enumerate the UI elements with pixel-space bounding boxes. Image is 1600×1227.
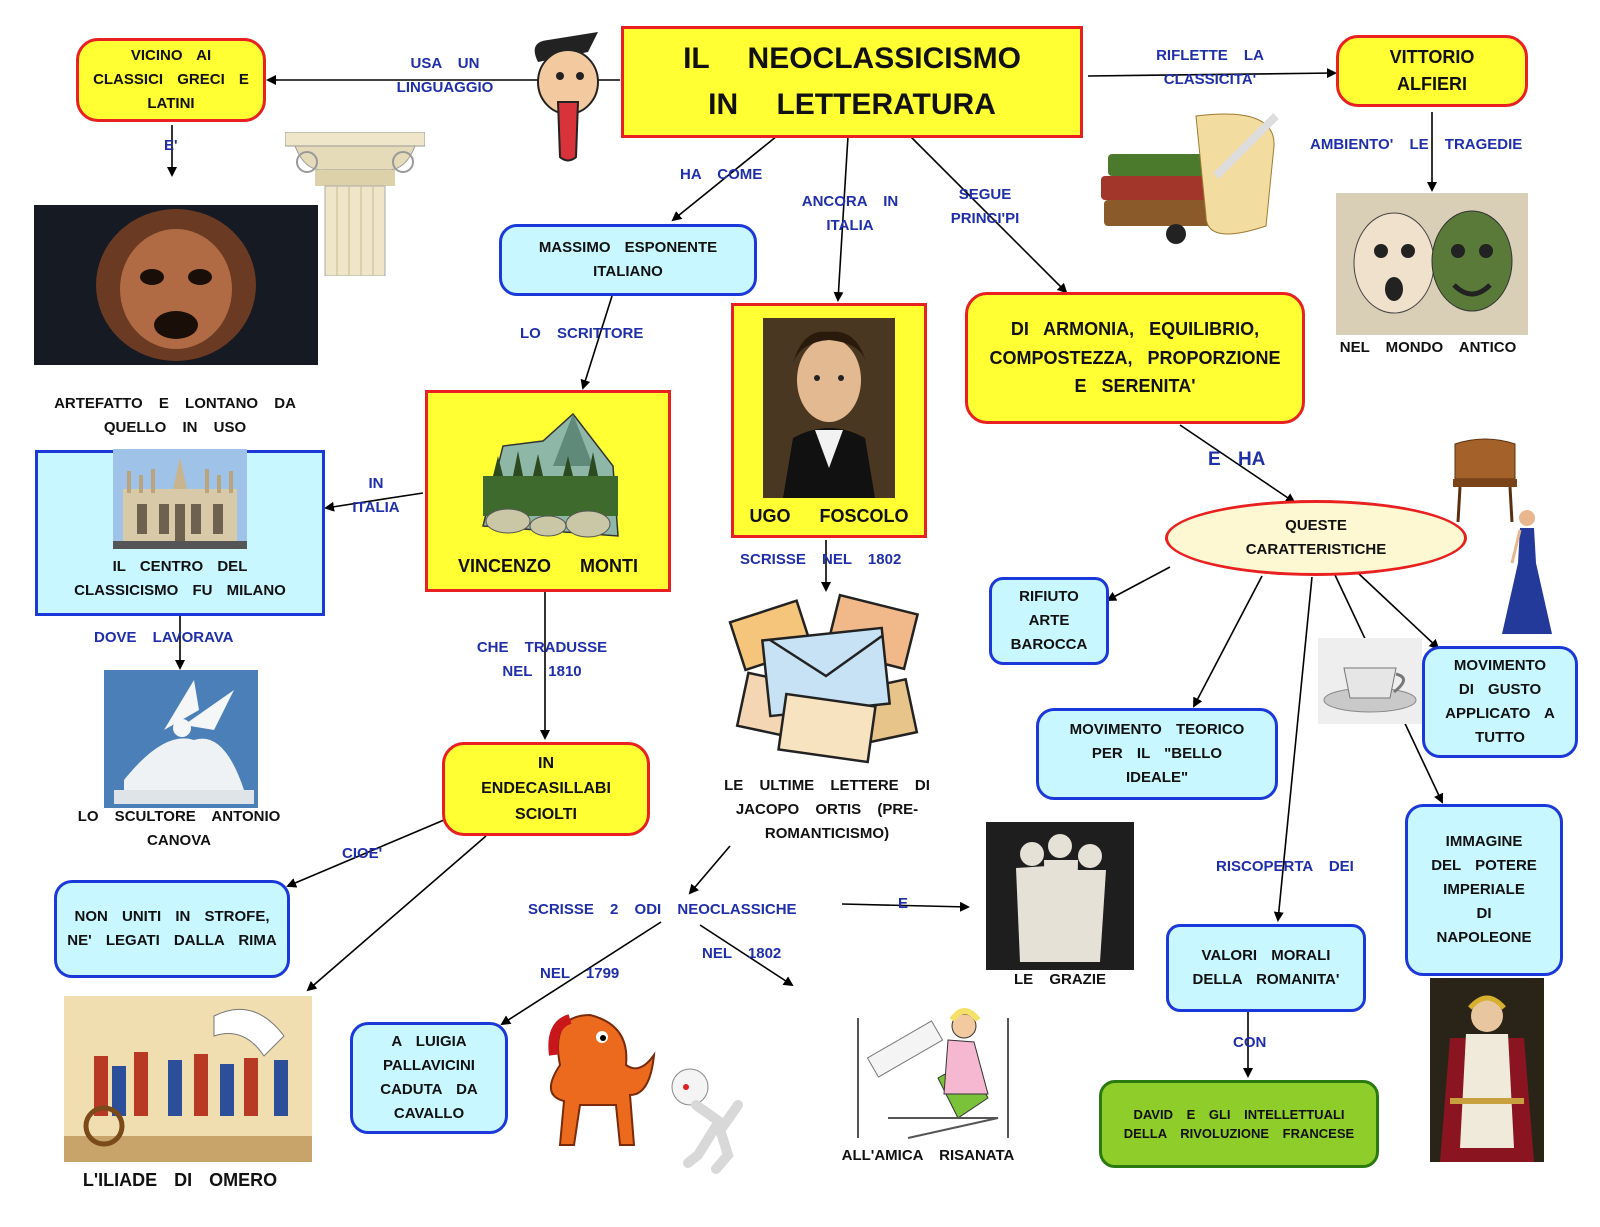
horse-image — [530, 1005, 660, 1153]
mask-image — [34, 205, 318, 365]
letters-image — [722, 590, 932, 770]
label-ambiento: AMBIENTO' LE TRAGEDIE — [1310, 136, 1523, 153]
node-david-text: DAVID E GLI INTELLETTUALI DELLA RIVOLUZI… — [1123, 1106, 1355, 1142]
arrow-title-armonia — [909, 135, 1068, 294]
node-pallavicini: A LUIGIA PALLAVICINI CADUTA DA CAVALLO — [350, 1022, 508, 1134]
node-vicino-text: VICINO AI CLASSICI GRECI E LATINI — [93, 47, 249, 112]
cartoon-face-image — [528, 32, 608, 164]
arrow-caratt-gusto — [1357, 572, 1440, 650]
label-e-small: E — [898, 895, 909, 912]
cupid-psyche-statue-image — [104, 670, 258, 808]
arrow-monti-milano — [324, 492, 424, 512]
arrow-endec-iliade — [306, 835, 487, 992]
sick-friend-image — [848, 998, 1020, 1140]
node-endecasillabi: IN ENDECASILLABI SCIOLTI — [442, 742, 650, 836]
label-ancora-italia: ANCORA IN ITALIA — [801, 193, 899, 234]
node-movimento-teorico: MOVIMENTO TEORICO PER IL "BELLO IDEALE" — [1036, 708, 1278, 800]
node-foscolo-text: UGO FOSCOLO — [749, 506, 909, 527]
node-non-uniti: NON UNITI IN STROFE, NE' LEGATI DALLA RI… — [54, 880, 290, 978]
node-teorico-text: MOVIMENTO TEORICO PER IL "BELLO IDEALE" — [1069, 721, 1245, 786]
label-riscoperta: RISCOPERTA DEI — [1216, 858, 1354, 875]
node-vicino-classici: VICINO AI CLASSICI GRECI E LATINI — [76, 38, 266, 122]
main-title: IL NEOCLASSICISMO IN LETTERATURA — [621, 26, 1083, 138]
label-ha-come: HA COME — [680, 166, 763, 183]
woman-dress-image — [1492, 508, 1562, 634]
teacup-image — [1318, 638, 1422, 724]
node-milano: IL CENTRO DEL CLASSICISMO FU MILANO — [35, 449, 325, 616]
label-e-ha: E HA — [1208, 449, 1266, 470]
arrow-odi-grazie — [841, 901, 970, 912]
arrow-armonia-caratt — [1179, 424, 1296, 504]
node-monti-text: VINCENZO MONTI — [458, 556, 638, 577]
node-rifiuto-text: RIFIUTO ARTE BAROCCA — [1010, 588, 1088, 653]
label-segue-principi: SEGUE PRINCI'PI — [950, 186, 1020, 227]
label-dove-lavorava: DOVE LAVORAVA — [94, 629, 234, 646]
caption-mondo-antico: NEL MONDO ANTICO — [1339, 339, 1517, 356]
arrow-title-monti — [671, 135, 778, 222]
arrow-odi-amica — [699, 924, 794, 987]
label-nel-1799: NEL 1799 — [540, 965, 620, 982]
three-graces-statue-image — [986, 822, 1134, 970]
node-rifiuto-barocca: RIFIUTO ARTE BAROCCA — [989, 577, 1109, 665]
falling-figure-image — [658, 1065, 758, 1175]
node-gusto-text: MOVIMENTO DI GUSTO APPLICATO A TUTTO — [1445, 657, 1555, 746]
iliad-image — [64, 996, 312, 1162]
arrow-letters-odi — [688, 845, 731, 895]
node-ugo-foscolo: UGO FOSCOLO — [731, 303, 927, 538]
caption-amica-risanata: ALL'AMICA RISANATA — [841, 1147, 1015, 1164]
node-armonia-text: DI ARMONIA, EQUILIBRIO, COMPOSTEZZA, PRO… — [989, 318, 1281, 397]
label-scrisse-1802: SCRISSE NEL 1802 — [740, 551, 902, 568]
node-pallavicini-text: A LUIGIA PALLAVICINI CADUTA DA CAVALLO — [380, 1033, 478, 1122]
caption-grazie: LE GRAZIE — [1013, 971, 1106, 988]
napoleon-image — [1430, 978, 1544, 1162]
node-potere-napoleone: IMMAGINE DEL POTERE IMPERIALE DI NAPOLEO… — [1405, 804, 1563, 976]
label-cioe: CIOE' — [342, 845, 383, 862]
node-napoleone-text: IMMAGINE DEL POTERE IMPERIALE DI NAPOLEO… — [1431, 833, 1537, 946]
node-movimento-gusto: MOVIMENTO DI GUSTO APPLICATO A TUTTO — [1422, 646, 1578, 758]
label-scrisse-odi: SCRISSE 2 ODI NEOCLASSICHE — [528, 901, 797, 918]
desk-image — [1450, 434, 1520, 522]
column-capital-image — [285, 132, 425, 276]
node-david: DAVID E GLI INTELLETTUALI DELLA RIVOLUZI… — [1099, 1080, 1379, 1168]
label-nel-1802: NEL 1802 — [702, 945, 782, 962]
node-caratteristiche: QUESTE CARATTERISTICHE — [1165, 500, 1467, 576]
label-lo-scrittore: LO SCRITTORE — [520, 325, 644, 342]
label-in-italia: IN ITALIA — [352, 475, 400, 516]
arrow-odi-pallavicini — [500, 921, 662, 1026]
arrow-endec-nonuniti — [286, 819, 445, 888]
node-vincenzo-monti: VINCENZO MONTI — [425, 390, 671, 592]
node-non-uniti-text: NON UNITI IN STROFE, NE' LEGATI DALLA RI… — [67, 908, 277, 949]
node-valori-romanita: VALORI MORALI DELLA ROMANITA' — [1166, 924, 1366, 1012]
node-milano-text: IL CENTRO DEL CLASSICISMO FU MILANO — [74, 558, 286, 599]
tragedy-masks-image — [1336, 193, 1528, 335]
node-caratteristiche-text: QUESTE CARATTERISTICHE — [1245, 517, 1387, 558]
arrow-title-foscolo — [833, 135, 849, 302]
arrow-caratt-teorico — [1193, 575, 1263, 708]
label-con: CON — [1233, 1034, 1267, 1051]
node-massimo-text: MASSIMO ESPONENTE ITALIANO — [538, 239, 718, 280]
caption-artefatto: ARTEFATTO E LONTANO DA QUELLO IN USO — [54, 395, 296, 436]
label-riflette: RIFLETTE LA CLASSICITA' — [1156, 47, 1264, 88]
node-alfieri-text: VITTORIO ALFIERI — [1389, 47, 1475, 94]
node-armonia: DI ARMONIA, EQUILIBRIO, COMPOSTEZZA, PRO… — [965, 292, 1305, 424]
arrow-espon-monti — [580, 295, 613, 390]
cathedral-image — [113, 449, 247, 549]
caption-canova: LO SCULTORE ANTONIO CANOVA — [77, 808, 281, 849]
caption-iliade: L'ILIADE DI OMERO — [82, 1170, 278, 1190]
books-scroll-image — [1096, 106, 1284, 246]
caption-ortis: LE ULTIME LETTERE DI JACOPO ORTIS (PRE-R… — [724, 777, 930, 842]
label-tradusse: CHE TRADUSSE NEL 1810 — [476, 639, 608, 680]
mountain-image — [473, 406, 623, 546]
arrow-caratt-valori — [1273, 576, 1313, 922]
label-e-accent: E' — [164, 137, 178, 154]
node-massimo-esponente: MASSIMO ESPONENTE ITALIANO — [499, 224, 757, 296]
main-title-text: IL NEOCLASSICISMO IN LETTERATURA — [683, 41, 1021, 122]
arrow-caratt-rifiuto — [1106, 566, 1171, 601]
label-usa-linguaggio: USA UN LINGUAGGIO — [396, 55, 494, 96]
node-endecasillabi-text: IN ENDECASILLABI SCIOLTI — [481, 754, 611, 823]
arrow-title-alfieri — [1087, 68, 1337, 79]
portrait-foscolo-image — [763, 318, 895, 499]
node-alfieri: VITTORIO ALFIERI — [1336, 35, 1528, 107]
node-valori-text: VALORI MORALI DELLA ROMANITA' — [1192, 947, 1340, 988]
